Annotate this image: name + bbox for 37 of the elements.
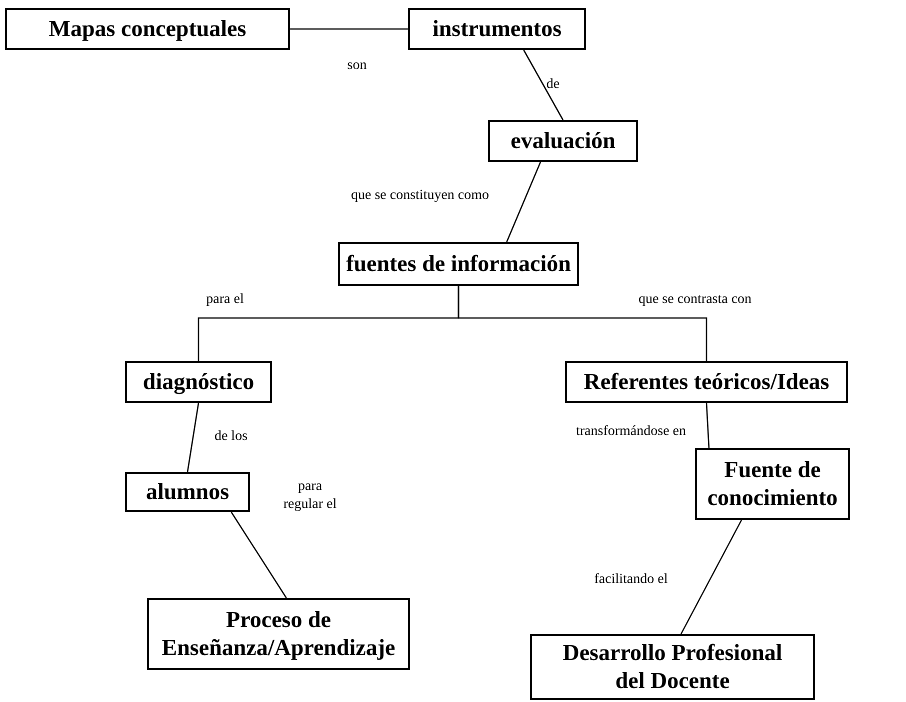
connector-line [230, 512, 287, 598]
edge-label: que se constituyen como [350, 186, 490, 205]
concept-text: diagnóstico [142, 368, 254, 396]
concept-box [125, 361, 272, 403]
edge-label: para regular el [282, 478, 338, 514]
concept-box [408, 8, 586, 50]
concept-text: Desarrollo Profesional del Docente [562, 639, 784, 695]
concept-text: evaluación [510, 127, 616, 155]
concept-text: fuentes de información [346, 250, 571, 278]
connector-line [458, 286, 708, 361]
edge-label: de los [214, 428, 248, 446]
connector-line [506, 162, 542, 242]
concept-text: Proceso de Enseñanza/Aprendizaje [160, 606, 396, 662]
concept-box [125, 472, 250, 512]
concept-text: Fuente de conocimiento [706, 456, 839, 512]
edge-label: que se contrasta con [638, 290, 752, 309]
concept-text: instrumentos [432, 15, 562, 43]
edge-label: transformándose en [576, 422, 686, 441]
connector-line [290, 28, 408, 30]
edge-label: para el [206, 290, 244, 309]
concept-box [530, 634, 815, 700]
connector-line [523, 50, 564, 120]
connector-line [706, 402, 710, 448]
connector-line [186, 402, 200, 472]
concept-box [147, 598, 410, 670]
concept-box [338, 242, 579, 286]
connector-line [680, 520, 742, 634]
concept-text: Mapas conceptuales [48, 15, 246, 43]
edge-label: son [347, 56, 367, 75]
edge-label: facilitando el [594, 570, 668, 589]
concept-text: alumnos [146, 478, 230, 506]
concept-box [488, 120, 638, 162]
concept-box [565, 361, 848, 403]
edge-label: de [546, 76, 560, 94]
concept-box [5, 8, 290, 50]
concept-text: Referentes teóricos/Ideas [584, 368, 830, 396]
concept-box [695, 448, 850, 520]
